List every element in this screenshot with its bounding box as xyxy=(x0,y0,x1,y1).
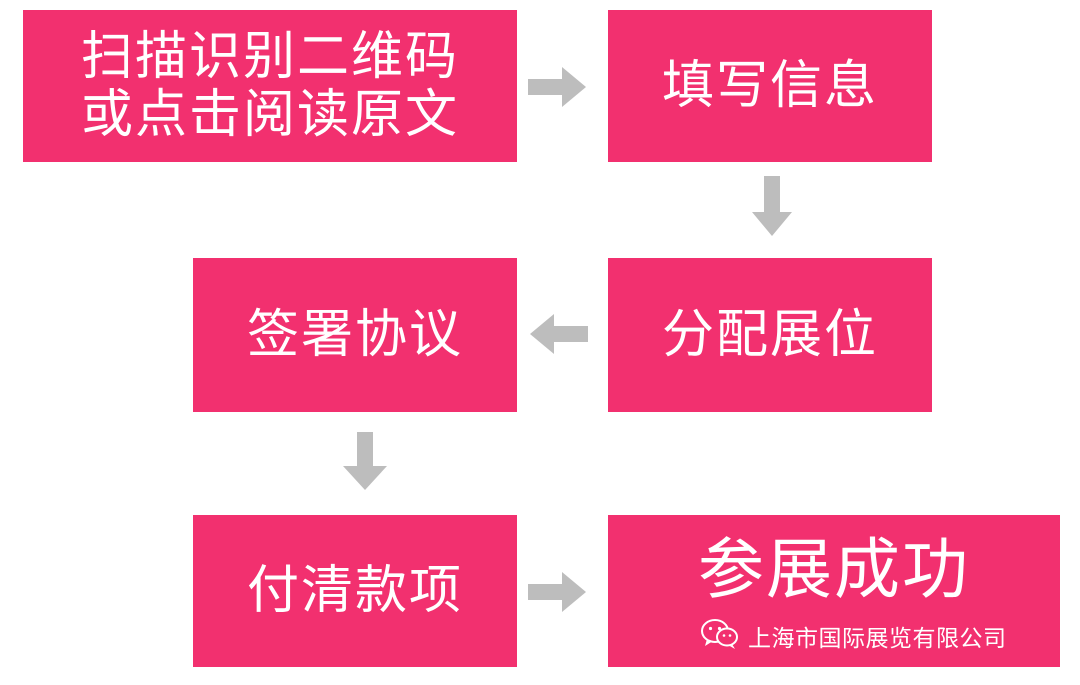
step-label: 分配展位 xyxy=(661,304,878,365)
step-assign-booth: 分配展位 xyxy=(608,258,932,412)
step-success: 参展成功 xyxy=(608,515,1060,667)
arrow-down-icon xyxy=(752,176,792,238)
arrow-right-icon xyxy=(528,572,588,612)
arrow-left-icon xyxy=(528,314,588,354)
arrow-down-icon xyxy=(343,432,387,492)
step-label: 填写信息 xyxy=(661,55,878,116)
step-label: 参展成功 xyxy=(698,531,970,608)
arrow-right-icon xyxy=(528,67,588,107)
step-pay: 付清款项 xyxy=(193,515,517,667)
step-label: 扫描识别二维码 或点击阅读原文 xyxy=(80,26,459,145)
step-sign-agreement: 签署协议 xyxy=(193,258,517,412)
watermark: 上海市国际展览有限公司 xyxy=(700,618,1007,654)
watermark-text: 上海市国际展览有限公司 xyxy=(748,626,1007,652)
wechat-icon xyxy=(700,618,740,654)
step-label: 付清款项 xyxy=(246,560,463,621)
step-scan-qr: 扫描识别二维码 或点击阅读原文 xyxy=(23,10,517,162)
step-label: 签署协议 xyxy=(246,304,463,365)
step-fill-info: 填写信息 xyxy=(608,10,932,162)
